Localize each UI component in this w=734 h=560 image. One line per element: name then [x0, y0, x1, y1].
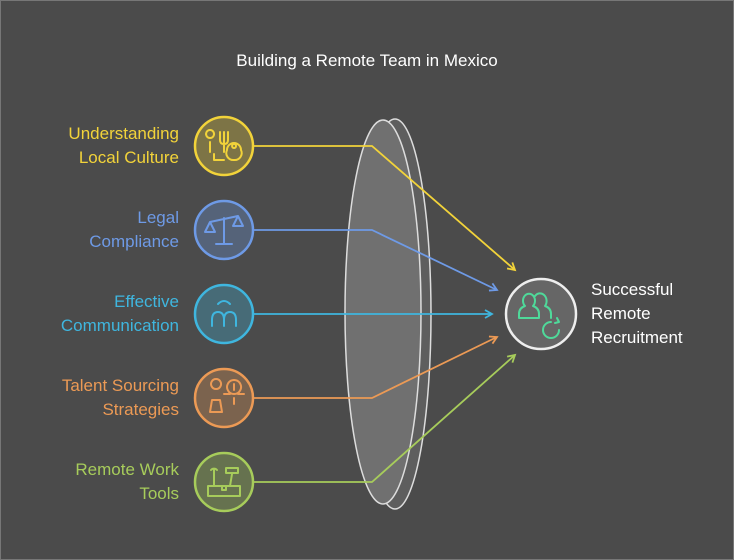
- people-communication-icon: [211, 300, 237, 327]
- node-remote-work-tools: [193, 451, 255, 513]
- person-target-icon: [209, 378, 245, 413]
- node-legal-compliance: [193, 199, 255, 261]
- node-successful-remote-recruitment: [504, 277, 578, 351]
- node-talent-sourcing: [193, 367, 255, 429]
- toolbox-icon: [207, 467, 241, 497]
- scales-icon: [204, 215, 244, 245]
- connector-legal-compliance: [253, 229, 499, 292]
- connector-remote-work-tools: [253, 353, 517, 483]
- users-refresh-icon: [518, 292, 560, 339]
- culture-location-icon: [205, 129, 243, 162]
- diagram-title: Building a Remote Team in Mexico: [236, 51, 498, 70]
- node-effective-communication: [193, 283, 255, 345]
- node-understanding-local-culture: [193, 115, 255, 177]
- connector-understanding-local-culture: [253, 145, 517, 272]
- connector-talent-sourcing: [253, 335, 499, 399]
